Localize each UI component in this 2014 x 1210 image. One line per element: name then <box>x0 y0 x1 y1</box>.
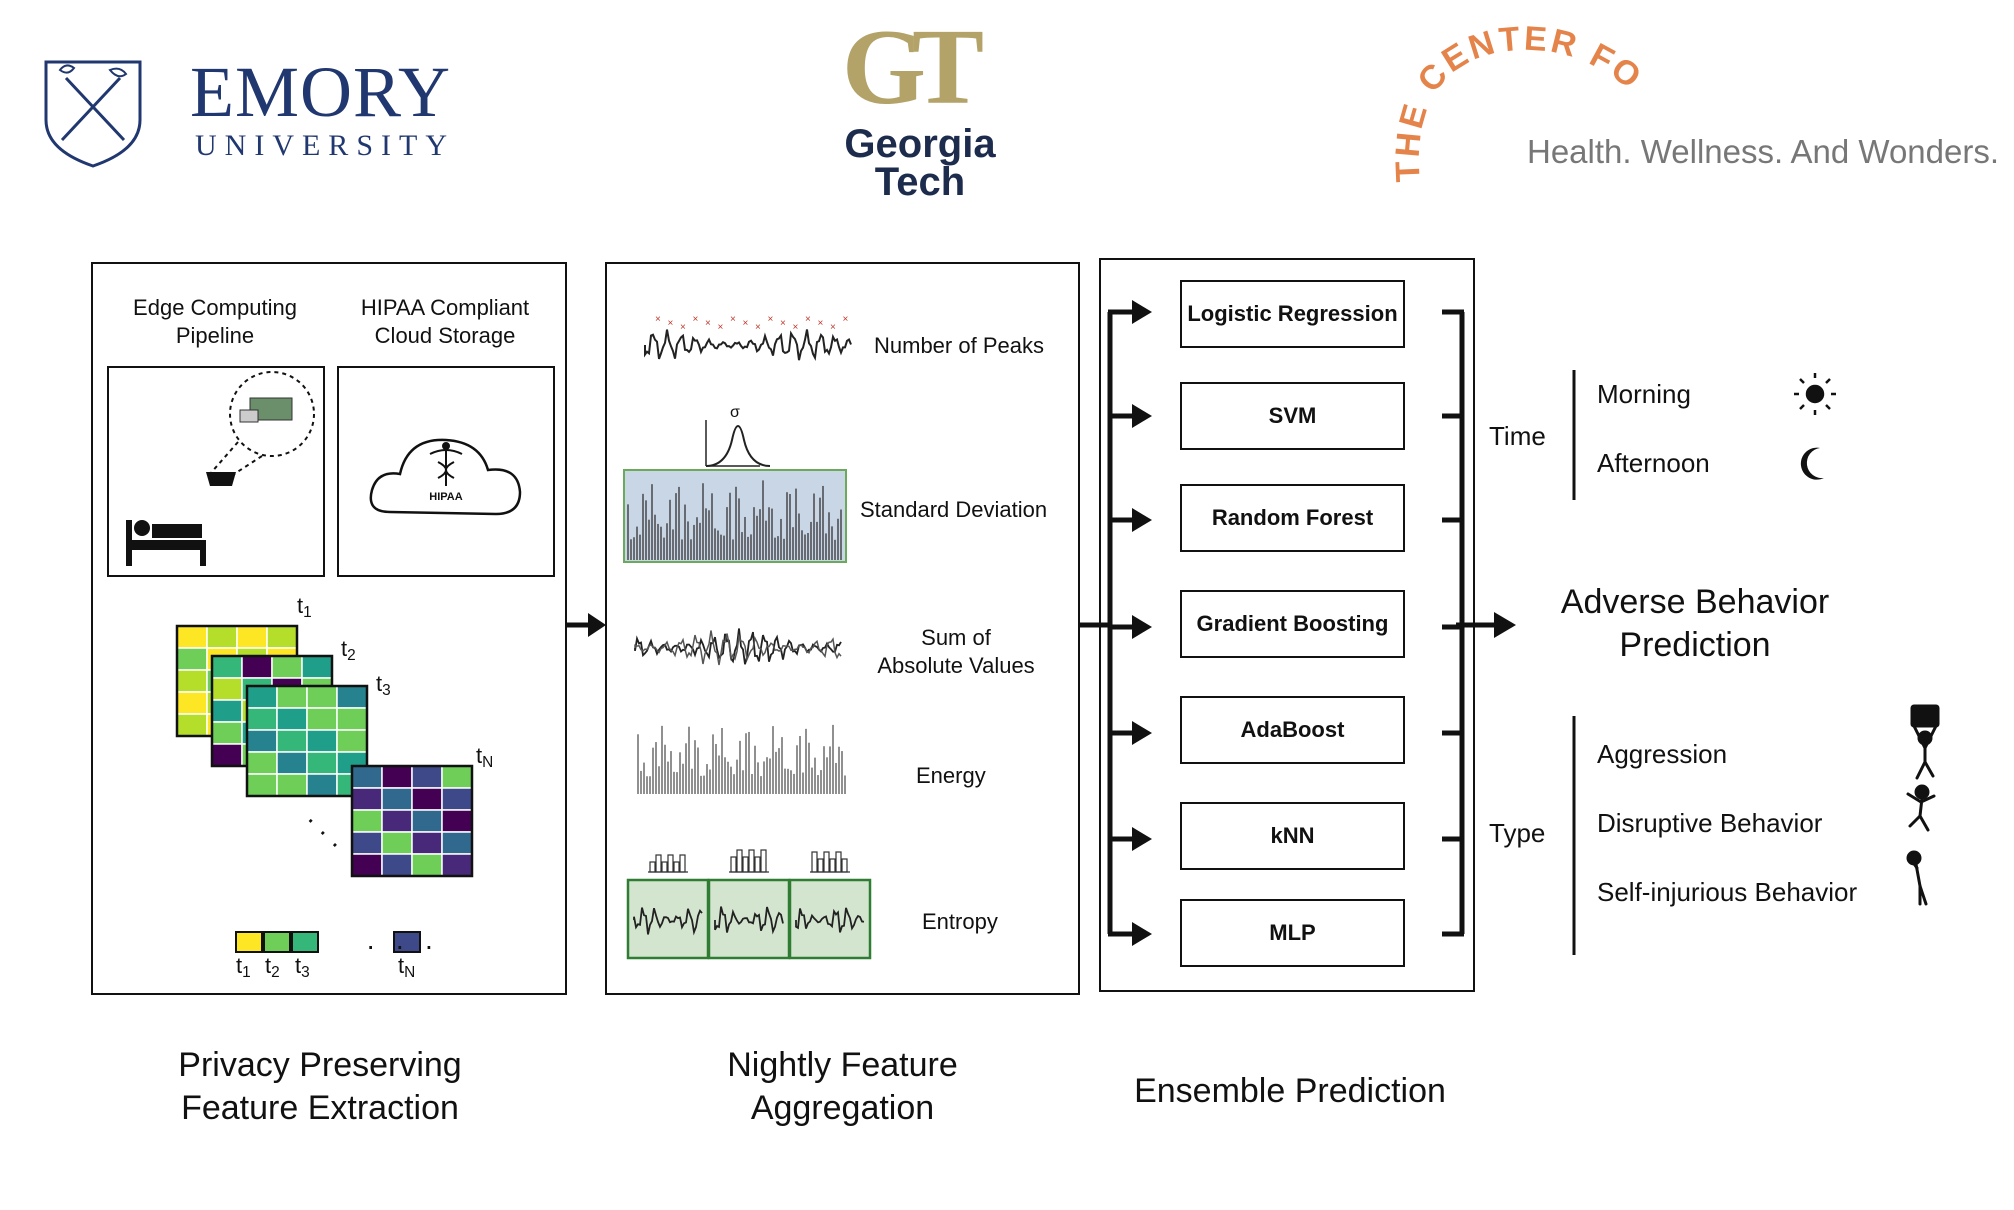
sequence-ellipsis: · · · <box>366 930 440 961</box>
svg-text:×: × <box>718 322 724 333</box>
std-dev-signal <box>623 420 847 563</box>
sequence-label-t2: t2 <box>265 953 280 981</box>
edge-computing-label: Edge Computing Pipeline <box>133 295 297 348</box>
peaks-signal: × × × × × × × × × × × × × × × × <box>644 314 852 361</box>
model-logistic-regression: Logistic Regression <box>1180 280 1405 348</box>
feature-aggregation-panel <box>605 262 1080 995</box>
svg-text:×: × <box>655 314 661 325</box>
svg-text:HIPAA: HIPAA <box>429 491 462 503</box>
frame-label-t3: t3 <box>376 671 391 699</box>
svg-text:×: × <box>680 322 686 333</box>
type-aggression: Aggression <box>1597 739 1728 769</box>
emory-wordmark: EMORY <box>190 52 452 132</box>
model-random-forest: Random Forest <box>1180 484 1405 552</box>
cfd-tagline: Health. Wellness. And Wonders. <box>1527 133 2000 170</box>
model-adaboost: AdaBoost <box>1180 696 1405 764</box>
aggression-figure-icon <box>1910 704 1940 780</box>
energy-signal <box>637 724 846 794</box>
svg-text:×: × <box>705 318 711 329</box>
extraction-caption: Privacy Preserving Feature Extraction <box>178 1046 462 1127</box>
gt-monogram: GT <box>842 8 984 127</box>
ensemble-caption: Ensemble Prediction <box>1134 1072 1446 1110</box>
svg-text:×: × <box>805 314 811 325</box>
sum-abs-signal <box>634 628 842 666</box>
svg-text:×: × <box>768 314 774 325</box>
gt-wordmark-georgia: Georgia <box>844 122 996 166</box>
model-gradient-boosting: Gradient Boosting <box>1180 590 1405 658</box>
emory-university-wordmark: UNIVERSITY <box>195 129 455 162</box>
svg-text:×: × <box>693 314 699 325</box>
sequence-cell-3 <box>291 931 319 953</box>
output-title: Adverse Behavior Prediction <box>1560 583 1830 664</box>
feature-energy: Energy <box>916 763 986 788</box>
sequence-label-t1: t1 <box>236 953 251 981</box>
svg-text:×: × <box>755 322 761 333</box>
svg-text:×: × <box>830 322 836 333</box>
cloud-storage-label: HIPAA Compliant Cloud Storage <box>360 295 530 348</box>
sequence-label-t3: t3 <box>295 953 310 981</box>
bed-icon <box>126 520 206 566</box>
heatmap-frame-3 <box>245 684 369 798</box>
type-disruptive: Disruptive Behavior <box>1597 808 1823 838</box>
frame-label-t1: t1 <box>297 593 312 621</box>
sequence-cell-2 <box>263 931 291 953</box>
caduceus-icon <box>429 442 463 486</box>
svg-text:×: × <box>818 318 824 329</box>
heatmap-frame-4 <box>350 764 474 878</box>
svg-text:×: × <box>780 318 786 329</box>
frame-label-t2: t2 <box>341 636 356 664</box>
svg-text:×: × <box>793 322 799 333</box>
svg-text:×: × <box>730 314 736 325</box>
sequence-label-tN: tN <box>398 953 416 981</box>
sigma-label: σ <box>730 404 740 421</box>
model-knn: kNN <box>1180 802 1405 870</box>
moon-icon <box>1800 447 1824 480</box>
type-self-injurious: Self-injurious Behavior <box>1597 877 1858 907</box>
feature-sum-abs-values: Sum of Absolute Values <box>877 625 1035 678</box>
entropy-signal <box>626 849 872 960</box>
self-injury-figure-icon <box>1906 850 1928 906</box>
svg-text:×: × <box>843 314 849 325</box>
feature-entropy: Entropy <box>922 909 998 934</box>
model-svm: SVM <box>1180 382 1405 450</box>
time-morning: Morning <box>1597 379 1691 409</box>
disruptive-figure-icon <box>1906 784 1936 832</box>
frame-label-tN: tN <box>476 743 494 771</box>
cloud-icon <box>369 438 522 516</box>
gt-wordmark-tech: Tech <box>874 160 966 204</box>
feature-number-of-peaks: Number of Peaks <box>874 333 1044 358</box>
svg-text:×: × <box>668 318 674 329</box>
model-mlp: MLP <box>1180 899 1405 967</box>
type-label: Type <box>1489 818 1546 848</box>
camera-device-icon <box>206 371 315 486</box>
aggregation-caption: Nightly Feature Aggregation <box>727 1046 958 1127</box>
time-label: Time <box>1489 421 1546 451</box>
sequence-cell-4 <box>393 931 421 953</box>
feature-standard-deviation: Standard Deviation <box>860 497 1048 522</box>
time-afternoon: Afternoon <box>1597 448 1710 478</box>
sequence-cell-1 <box>235 931 263 953</box>
svg-text:×: × <box>743 318 749 329</box>
sun-icon <box>1794 373 1836 415</box>
